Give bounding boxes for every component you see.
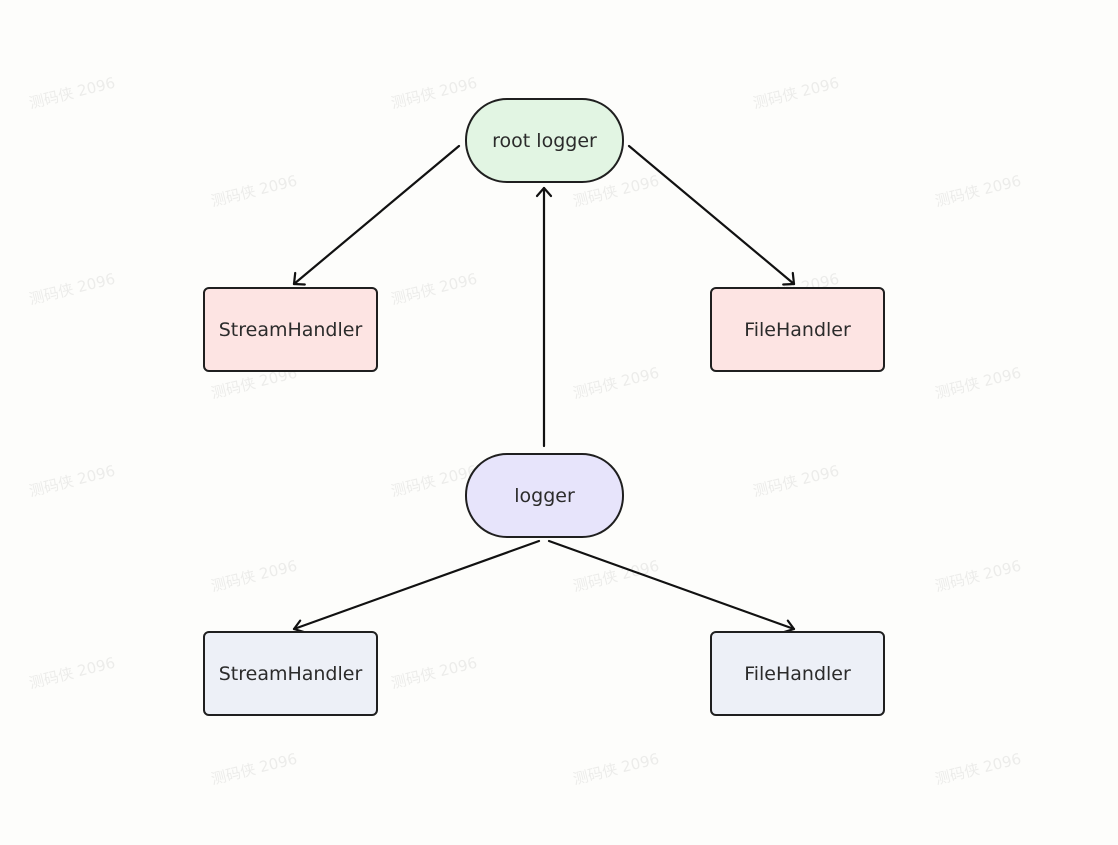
edge-root-logger-to-stream-handler (292, 144, 461, 286)
node-label: logger (514, 484, 575, 507)
node-label: FileHandler (744, 662, 851, 685)
node-label: StreamHandler (218, 662, 363, 685)
root-stream-handler-node: StreamHandler (203, 287, 378, 372)
logger-node: logger (465, 453, 624, 538)
root-file-handler-node: FileHandler (710, 287, 885, 372)
logger-stream-handler-node: StreamHandler (203, 631, 378, 716)
node-label: root logger (492, 129, 597, 152)
logger-file-handler-node: FileHandler (710, 631, 885, 716)
edge-logger-to-stream-handler (292, 539, 541, 634)
root-logger-node: root logger (465, 98, 624, 183)
edge-logger-to-root-logger (535, 186, 553, 448)
edge-root-logger-to-file-handler (627, 144, 796, 286)
edge-logger-to-file-handler (547, 539, 796, 634)
node-label: FileHandler (744, 318, 851, 341)
node-label: StreamHandler (218, 318, 363, 341)
